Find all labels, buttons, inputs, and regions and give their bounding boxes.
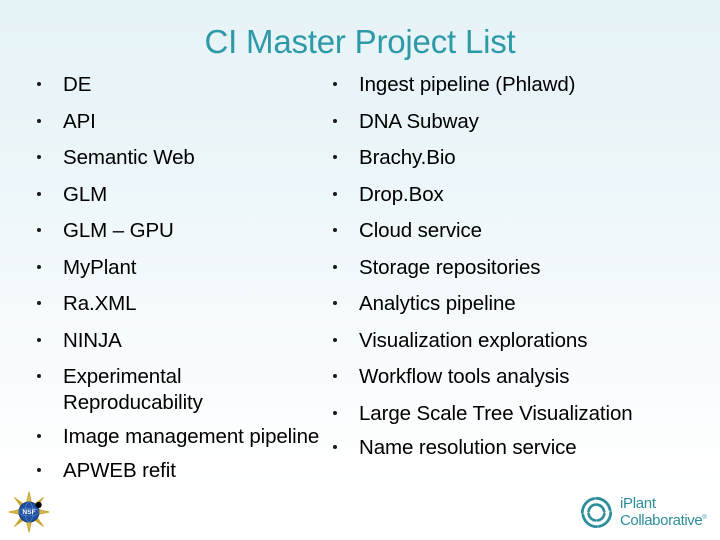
bullet-icon bbox=[333, 410, 337, 415]
iplant-wordmark-line1: iPlant bbox=[620, 495, 656, 512]
list-item[interactable]: NINJA bbox=[30, 328, 320, 354]
list-item-label: Visualization explorations bbox=[359, 328, 588, 352]
list-item[interactable]: GLM bbox=[30, 182, 320, 208]
list-item[interactable]: API bbox=[30, 109, 320, 135]
list-item-label: Large Scale Tree Visualization bbox=[359, 401, 633, 425]
list-item[interactable]: Brachy.Bio bbox=[326, 145, 716, 171]
iplant-wordmark-line2: Collaborative® bbox=[620, 512, 707, 529]
list-item-label: Storage repositories bbox=[359, 255, 541, 279]
page-title: CI Master Project List bbox=[204, 23, 516, 60]
left-bullet-list: DE API Semantic Web GLM GLM – GPU MyPlan… bbox=[30, 72, 320, 484]
list-item-label: Ra.XML bbox=[63, 292, 137, 315]
list-item-label: Analytics pipeline bbox=[359, 292, 516, 315]
bullet-icon bbox=[37, 337, 41, 342]
bullet-icon bbox=[37, 155, 41, 159]
bullet-icon bbox=[333, 337, 337, 342]
nsf-acronym-text: NSF bbox=[22, 509, 35, 516]
list-item[interactable]: Experimental Reproducability bbox=[30, 364, 320, 416]
list-item[interactable]: Cloud service bbox=[326, 218, 716, 244]
bullet-icon bbox=[37, 434, 41, 438]
list-item[interactable]: Ra.XML bbox=[30, 291, 320, 317]
list-item-label: Image management pipeline bbox=[63, 425, 320, 448]
list-item[interactable]: Analytics pipeline bbox=[326, 291, 716, 317]
bullet-icon bbox=[333, 118, 337, 123]
list-item[interactable]: Name resolution service bbox=[326, 435, 716, 461]
bullet-icon bbox=[37, 228, 41, 232]
bullet-icon bbox=[333, 444, 337, 449]
right-bullet-list: Ingest pipeline (Phlawd) DNA Subway Brac… bbox=[326, 72, 716, 461]
list-item-label: Semantic Web bbox=[63, 146, 195, 169]
list-item-label: Brachy.Bio bbox=[359, 146, 456, 169]
list-item-label: Cloud service bbox=[359, 219, 482, 242]
list-item[interactable]: MyPlant bbox=[30, 255, 320, 281]
bullet-icon bbox=[37, 264, 41, 269]
list-item-label: MyPlant bbox=[63, 255, 137, 279]
list-item[interactable]: Image management pipeline bbox=[30, 424, 320, 450]
bullet-icon bbox=[37, 468, 41, 472]
list-item[interactable]: Semantic Web bbox=[30, 145, 320, 171]
right-bullet-column: Ingest pipeline (Phlawd) DNA Subway Brac… bbox=[326, 72, 716, 471]
list-item[interactable]: Ingest pipeline (Phlawd) bbox=[326, 72, 716, 98]
bullet-icon bbox=[333, 228, 337, 232]
bullet-icon bbox=[333, 155, 337, 159]
list-item-label: API bbox=[63, 109, 96, 133]
bullet-icon bbox=[37, 118, 41, 123]
bullet-icon bbox=[333, 301, 337, 305]
left-bullet-column: DE API Semantic Web GLM GLM – GPU MyPlan… bbox=[30, 72, 320, 495]
list-item-label: APWEB refit bbox=[63, 459, 176, 482]
bullet-icon bbox=[333, 264, 337, 269]
list-item-label: DNA Subway bbox=[359, 109, 479, 133]
list-item[interactable]: APWEB refit bbox=[30, 458, 320, 484]
iplant-wordmark: iPlant Collaborative® bbox=[620, 495, 707, 529]
list-item-label: DE bbox=[63, 73, 92, 96]
list-item-label: Name resolution service bbox=[359, 435, 577, 459]
list-item-label: Workflow tools analysis bbox=[359, 365, 570, 388]
list-item[interactable]: Workflow tools analysis bbox=[326, 364, 716, 390]
bullet-icon bbox=[333, 191, 337, 196]
list-item-label: Drop.Box bbox=[359, 182, 444, 206]
list-item-label: Experimental Reproducability bbox=[63, 365, 203, 414]
bullet-icon bbox=[37, 374, 41, 378]
list-item[interactable]: DE bbox=[30, 72, 320, 98]
nsf-logo: NSF bbox=[7, 490, 51, 534]
list-item-label: Ingest pipeline (Phlawd) bbox=[359, 73, 576, 96]
list-item-label: GLM bbox=[63, 182, 108, 206]
list-item[interactable]: Storage repositories bbox=[326, 255, 716, 281]
list-item[interactable]: DNA Subway bbox=[326, 109, 716, 135]
list-item-label: GLM – GPU bbox=[63, 219, 174, 242]
iplant-collaborative-logo: iPlant Collaborative® bbox=[580, 492, 710, 532]
bullet-icon bbox=[333, 374, 337, 378]
bullet-icon bbox=[37, 301, 41, 305]
iplant-swirl-icon bbox=[580, 496, 613, 528]
bullet-icon bbox=[37, 191, 41, 196]
bullet-icon bbox=[333, 82, 337, 86]
nsf-logo-icon: NSF bbox=[8, 491, 50, 533]
list-item[interactable]: Drop.Box bbox=[326, 182, 716, 208]
list-item[interactable]: Visualization explorations bbox=[326, 328, 716, 354]
bullet-icon bbox=[37, 82, 41, 86]
trademark-symbol: ® bbox=[702, 515, 707, 521]
list-item[interactable]: GLM – GPU bbox=[30, 218, 320, 244]
list-item[interactable]: Large Scale Tree Visualization bbox=[326, 401, 716, 427]
list-item-label: NINJA bbox=[63, 328, 122, 352]
